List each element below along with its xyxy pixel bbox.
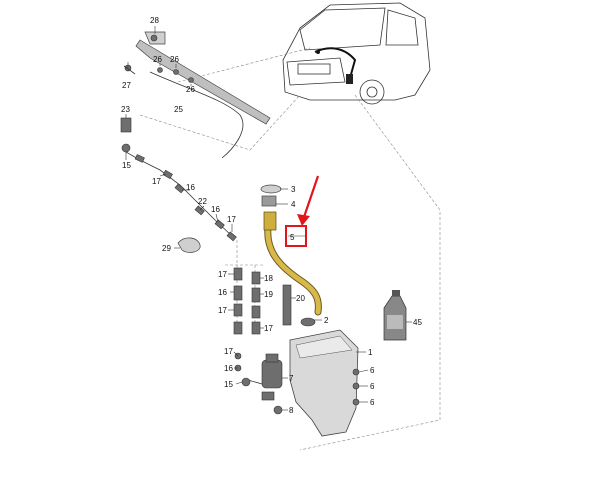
callout-29: 29: [162, 244, 171, 253]
callout-17: 17: [264, 324, 273, 333]
callout-16: 16: [224, 364, 233, 373]
washer-pump: [234, 352, 283, 415]
callout-5: 5: [290, 233, 295, 242]
callout-6: 6: [370, 398, 375, 407]
callout-4: 4: [291, 200, 296, 209]
callout-15: 15: [122, 161, 131, 170]
callout-17: 17: [224, 347, 233, 356]
callout-8: 8: [289, 406, 294, 415]
callout-28: 28: [150, 16, 159, 25]
leader-lines: [125, 26, 412, 411]
washer-fluid-bottle: [383, 290, 407, 341]
callout-17: 17: [218, 270, 227, 279]
wiper-arm: [135, 31, 271, 159]
callout-16: 16: [186, 183, 195, 192]
callout-17: 17: [227, 215, 236, 224]
fittings-top: [123, 64, 194, 83]
callout-2: 2: [324, 316, 329, 325]
callout-17: 17: [218, 306, 227, 315]
callout-3: 3: [291, 185, 296, 194]
callout-19: 19: [264, 290, 273, 299]
callout-17: 17: [152, 177, 161, 186]
hose-left: [120, 117, 237, 253]
callout-27: 27: [122, 81, 131, 90]
callout-20: 20: [296, 294, 305, 303]
callout-16: 16: [211, 205, 220, 214]
filler-hose: [260, 184, 322, 316]
callout-6: 6: [370, 366, 375, 375]
callout-labels: 28 26 26 26 27 25 23 15 17 16 22 16 17 2…: [121, 16, 422, 415]
callout-16: 16: [218, 288, 227, 297]
callout-26: 26: [170, 55, 179, 64]
callout-15: 15: [224, 380, 233, 389]
callout-6: 6: [370, 382, 375, 391]
callout-18: 18: [264, 274, 273, 283]
connector-stack-right: [251, 271, 292, 335]
connector-stack-left: [233, 267, 243, 335]
vehicle-illustration: [282, 2, 431, 105]
callout-22: 22: [198, 197, 207, 206]
callout-1: 1: [368, 348, 373, 357]
washer-reservoir: [289, 317, 360, 437]
callout-7: 7: [289, 374, 294, 383]
callout-25: 25: [174, 105, 183, 114]
callout-45: 45: [413, 318, 422, 327]
callout-23: 23: [121, 105, 130, 114]
callout-26: 26: [153, 55, 162, 64]
callout-26: 26: [186, 85, 195, 94]
